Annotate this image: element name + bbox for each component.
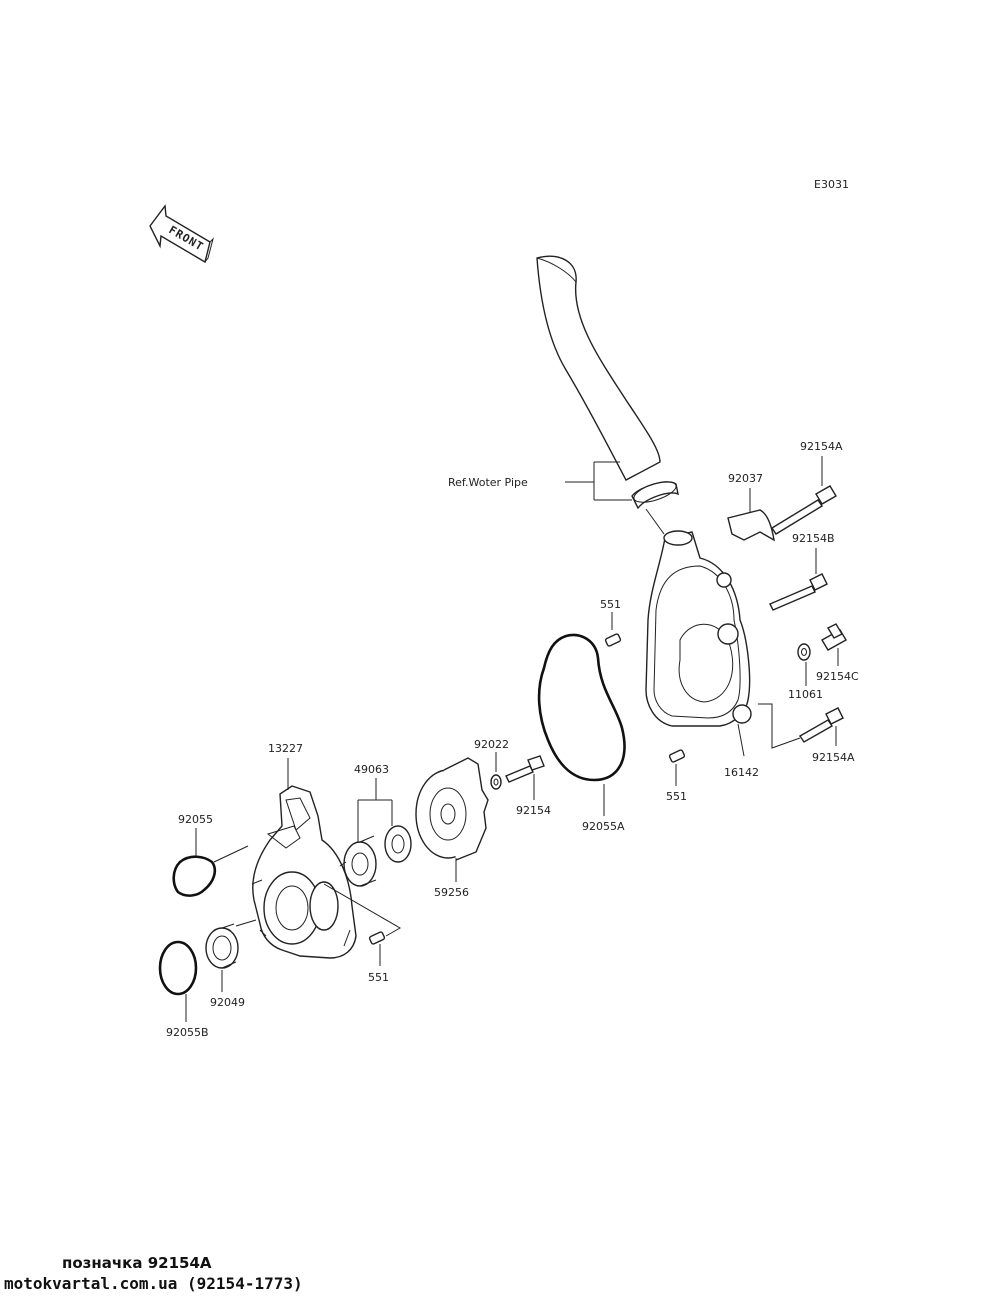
pump-body-13227 xyxy=(251,785,357,959)
bolt-92154a-top xyxy=(771,485,837,535)
label-11061: 11061 xyxy=(788,688,823,701)
bolt-92154b xyxy=(769,573,828,611)
bolt-92154 xyxy=(505,755,545,783)
bolt-92154a-bottom xyxy=(799,707,844,743)
bracket-92037 xyxy=(727,509,775,542)
hose-clamp xyxy=(631,481,679,510)
label-92037: 92037 xyxy=(728,472,763,485)
pump-cover xyxy=(645,530,752,727)
ref-water-pipe-label: Ref.Woter Pipe xyxy=(448,476,528,489)
label-92055: 92055 xyxy=(178,813,213,826)
label-59256: 59256 xyxy=(434,886,469,899)
gasket-92055a xyxy=(537,633,626,782)
label-49063: 49063 xyxy=(354,763,389,776)
label-16142: 16142 xyxy=(724,766,759,779)
label-551-left: 551 xyxy=(368,971,389,984)
label-92154a-top: 92154A xyxy=(800,440,843,453)
impeller-59256 xyxy=(415,757,489,861)
dowel-551-right-bottom xyxy=(668,749,686,763)
footer-title: позначка 92154A xyxy=(62,1254,212,1272)
label-92154c: 92154C xyxy=(816,670,859,683)
label-92154b: 92154B xyxy=(792,532,835,545)
bolt-92154c xyxy=(821,623,847,651)
gasket-92055 xyxy=(172,855,217,897)
label-13227: 13227 xyxy=(268,742,303,755)
label-551-right-bottom: 551 xyxy=(666,790,687,803)
label-92055a: 92055A xyxy=(582,820,625,833)
footer-site: motokvartal.com.ua (92154-1773) xyxy=(4,1274,303,1293)
label-92049: 92049 xyxy=(210,996,245,1009)
seal-49063 xyxy=(343,825,412,887)
label-92154: 92154 xyxy=(516,804,551,817)
oil-seal-92049 xyxy=(205,923,239,969)
label-92022: 92022 xyxy=(474,738,509,751)
washer-11061 xyxy=(797,643,811,661)
dowel-551-right-top xyxy=(604,633,622,647)
front-arrow-icon: FRONT xyxy=(149,204,214,264)
label-551-right-top: 551 xyxy=(600,598,621,611)
washer-92022 xyxy=(490,774,502,790)
label-92055b: 92055B xyxy=(166,1026,209,1039)
water-pipe xyxy=(536,255,661,481)
o-ring-92055b xyxy=(158,940,198,996)
dowel-551-left xyxy=(368,931,386,945)
diagram-code: E3031 xyxy=(814,178,849,191)
label-92154a-bottom: 92154A xyxy=(812,751,855,764)
